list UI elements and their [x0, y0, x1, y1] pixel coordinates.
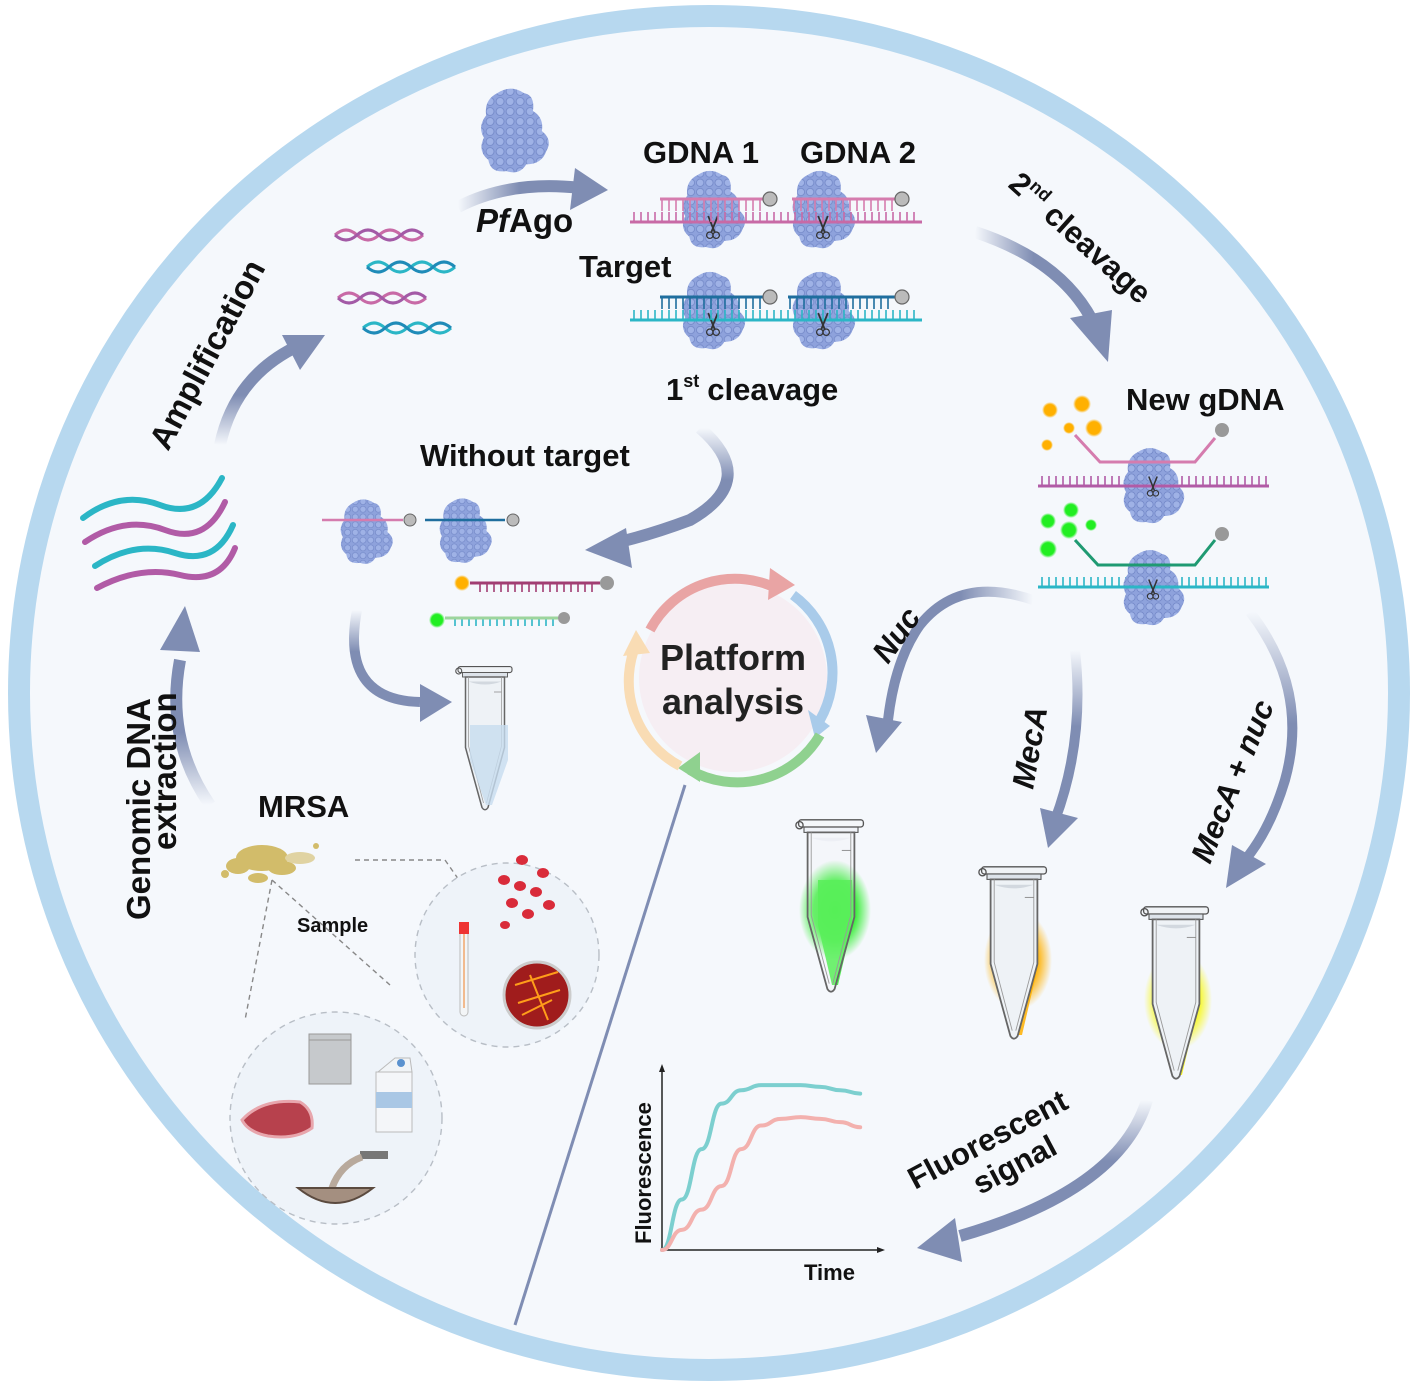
y-axis-arrow-icon [659, 1064, 665, 1072]
green-fluorophore [429, 612, 445, 628]
gdna2-label: GDNA 2 [800, 135, 916, 170]
mrsa-label: MRSA [258, 789, 349, 824]
quencher [558, 612, 570, 624]
platform-analysis-title-line1: Platform [660, 637, 806, 678]
tube-meca-nuc-yellow [1140, 905, 1212, 1080]
food-bag-icon [308, 1033, 352, 1085]
orange-fluorophore [454, 575, 470, 591]
milk-carton-icon [375, 1057, 413, 1133]
to-empty-tube-arrow [349, 609, 452, 722]
unbound-complexes [322, 498, 614, 628]
gdna1-label: GDNA 1 [643, 135, 759, 170]
new-gdna-complex-orange [1038, 395, 1269, 524]
platform-connector-line [513, 784, 687, 1326]
pfago-label: PfAgo [476, 202, 573, 239]
culture-plate-icon [502, 960, 572, 1030]
phosphate-icon [762, 289, 778, 305]
nuc-arrow [866, 586, 1035, 753]
phosphate-icon [894, 191, 910, 207]
fluorescent-signal-arrow [917, 1098, 1153, 1262]
extraction-label: extraction [146, 692, 183, 850]
tube-nuc-green [795, 818, 871, 993]
y-axis-label: Fluorescence [631, 1102, 656, 1244]
extraction-arrow [160, 606, 215, 809]
cyan-target-strand [630, 295, 922, 322]
quencher [600, 576, 614, 590]
without-target-label: Without target [420, 438, 630, 473]
dna-helix-icon [333, 228, 425, 242]
x-axis-arrow-icon [877, 1247, 885, 1253]
tube-meca-orange [978, 865, 1052, 1040]
without-target-arrow [585, 423, 734, 568]
pfago-arrow [455, 168, 608, 213]
new-gdna-complex-green [1038, 502, 1269, 626]
x-axis-label: Time [804, 1260, 855, 1285]
clinical-samples-bubble [414, 862, 600, 1048]
chart-series-1 [660, 1115, 863, 1252]
dna-helix-icon [365, 260, 457, 274]
new-gdna-label: New gDNA [1126, 382, 1284, 417]
amplification-arrow [214, 335, 325, 447]
fluorescence-chart: Fluorescence Time [631, 1064, 885, 1285]
phosphate-icon [894, 289, 910, 305]
swab-tube-icon [459, 922, 469, 1017]
wastewater-icon [295, 1151, 388, 1204]
meat-icon [240, 1099, 314, 1139]
phosphate-icon [403, 513, 417, 527]
blood-cells-icon [498, 855, 555, 929]
mrsa-colony-icon [221, 843, 319, 883]
chart-series-0 [660, 1083, 863, 1252]
genomic-dna-label: Genomic DNA [120, 698, 157, 920]
dna-helix-icon [361, 321, 453, 335]
meca-arrow [1040, 649, 1083, 848]
dna-helix-icon [336, 291, 428, 305]
tube-liquid [470, 725, 508, 805]
amplified-dna-helices [333, 228, 457, 335]
platform-analysis-cycle [623, 568, 838, 788]
target-label: Target [579, 249, 671, 284]
second-cleavage-arrow [973, 226, 1112, 362]
sample-label: Sample [297, 915, 368, 937]
phosphate-icon [762, 191, 778, 207]
genomic-dna-strands [80, 475, 238, 591]
platform-analysis-title-line2: analysis [662, 681, 804, 722]
meca-nuc-arrow [1226, 608, 1298, 888]
phosphate-icon [506, 513, 520, 527]
